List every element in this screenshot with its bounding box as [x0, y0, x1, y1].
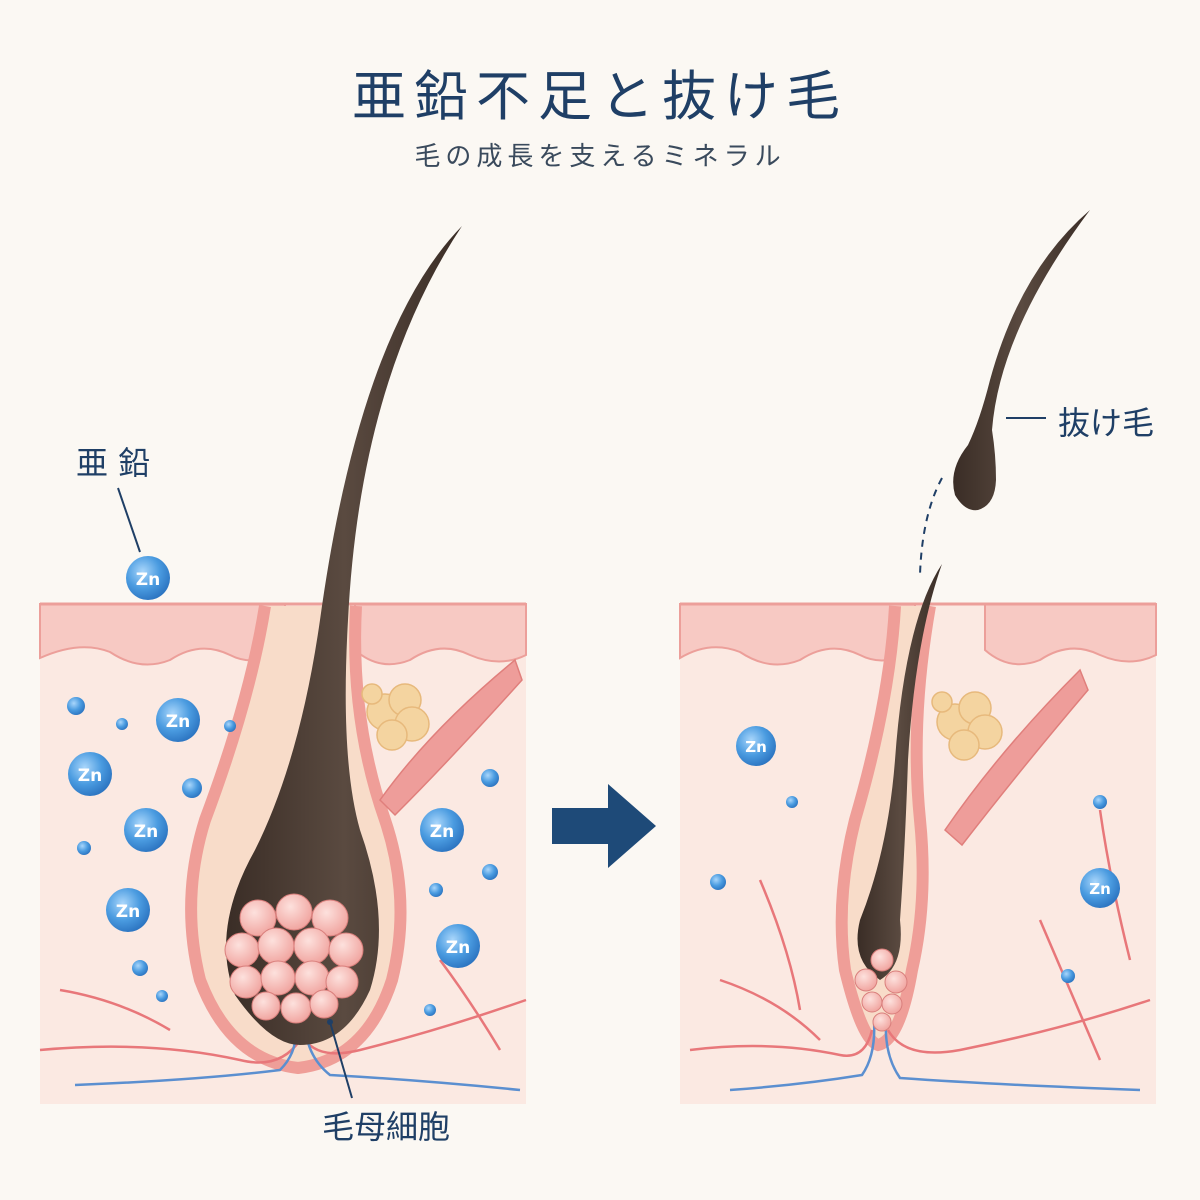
zinc-ion-icon: Zn	[420, 808, 464, 852]
zinc-label: 亜 鉛	[76, 444, 151, 482]
svg-text:Zn: Zn	[745, 738, 767, 756]
matrix-label-leader	[329, 1021, 353, 1099]
zinc-ions-healthy: Zn Zn Zn Zn Zn Zn Zn	[67, 556, 499, 1016]
zinc-ion-icon: Zn	[436, 924, 480, 968]
zinc-ion-icon: Zn	[126, 556, 170, 600]
svg-text:Zn: Zn	[430, 822, 454, 842]
svg-text:Zn: Zn	[166, 712, 190, 732]
zinc-ion-icon: Zn	[124, 808, 168, 852]
matrix-cells-healthy	[224, 893, 364, 1024]
zinc-ion-icon: Zn	[106, 888, 150, 932]
zinc-ions-deficient: Zn Zn	[710, 726, 1120, 983]
hair-shaft-healthy	[226, 226, 462, 1045]
hair-shaft-weak	[857, 564, 942, 980]
sebaceous-gland-right	[931, 691, 1003, 761]
page-title: 亜鉛不足と抜け毛	[352, 65, 848, 128]
svg-text:Zn: Zn	[134, 822, 158, 842]
shed-hair	[953, 210, 1090, 511]
shed-path-dashed	[919, 477, 943, 576]
zinc-ion-icon: Zn	[1080, 868, 1120, 908]
svg-text:Zn: Zn	[116, 902, 140, 922]
matrix-cells-label: 毛母細胞	[322, 1108, 451, 1146]
arrector-muscle-left	[379, 658, 523, 817]
svg-text:Zn: Zn	[78, 766, 102, 786]
zinc-ion-icon: Zn	[68, 752, 112, 796]
svg-text:Zn: Zn	[1089, 880, 1111, 898]
panel-deficient: Zn Zn	[679, 210, 1157, 1104]
zinc-ion-icon: Zn	[156, 698, 200, 742]
blood-vessels-right	[689, 809, 1151, 1092]
arrector-muscle-right	[944, 668, 1089, 847]
zinc-ion-icon: Zn	[736, 726, 776, 766]
svg-text:Zn: Zn	[136, 570, 160, 590]
shed-hair-label: 抜け毛	[1058, 404, 1155, 442]
page-subtitle: 毛の成長を支えるミネラル	[414, 142, 786, 172]
panel-healthy: Zn Zn Zn Zn Zn Zn Zn	[39, 226, 527, 1104]
arrow-right-icon	[552, 784, 656, 868]
zinc-label-leader	[117, 487, 141, 553]
matrix-cells-weak	[854, 948, 908, 1032]
sebaceous-gland-left	[361, 683, 430, 751]
svg-text:Zn: Zn	[446, 938, 470, 958]
